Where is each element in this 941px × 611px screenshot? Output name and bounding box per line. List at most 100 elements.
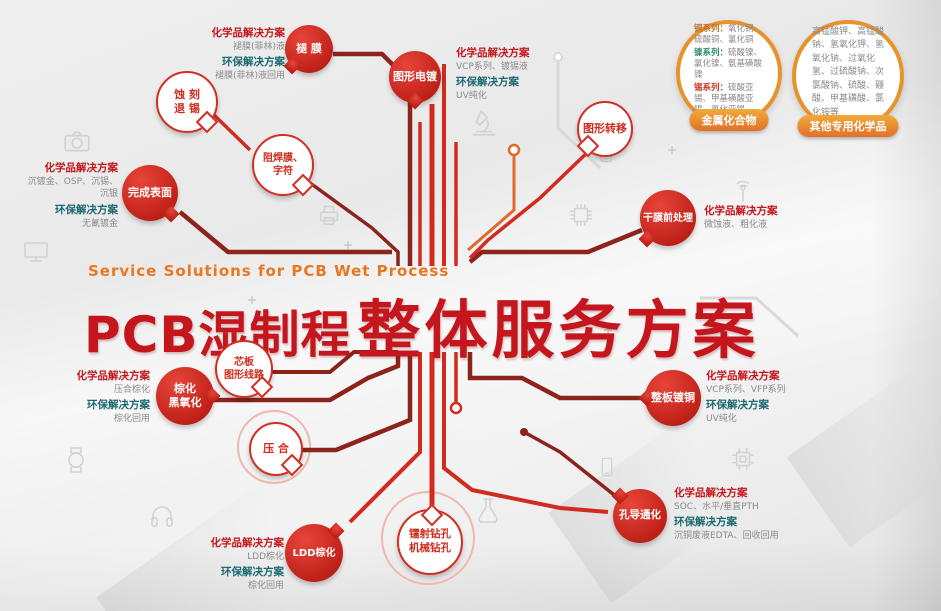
- env-solutions-detail: UV纯化: [706, 413, 737, 424]
- chem-solutions-detail: SOC、水平/垂直PTH: [674, 501, 759, 512]
- node-label: 孔导通化: [619, 509, 661, 522]
- metal-compounds-badge: 铜系列：氧化铜、硫酸铜、氯化铜 镍系列：硫酸镍、氯化镍、氨基磺酸镍 锡系列： 硫酸…: [676, 20, 782, 131]
- copper-series-tag: 铜系列：: [694, 23, 729, 34]
- node-core-pattern-circuit: 芯板 图形线路: [215, 340, 273, 398]
- node-brown-black-oxide: 棕化 黑氧化: [156, 367, 214, 425]
- node-label: 完成表面: [128, 185, 172, 199]
- title-main: PCB湿制程 整体服务方案: [84, 280, 759, 371]
- env-solutions-detail: 褪膜(菲林)液回用: [214, 70, 285, 81]
- wireless-antenna-icon: [730, 178, 756, 204]
- chem-solutions-detail: 微蚀液、粗化液: [704, 219, 768, 230]
- node-label: 字符: [273, 166, 293, 177]
- title-subtitle: Service Solutions for PCB Wet Process: [88, 262, 450, 280]
- smartphone-small-icon: [596, 456, 618, 478]
- chem-solutions-detail: LDD棕化: [247, 551, 284, 562]
- nickel-series-items: 硫酸镍、氯化镍、氨基磺酸镍: [694, 47, 763, 80]
- env-solutions-detail: 棕化回用: [113, 413, 150, 424]
- chem-solutions-title: 化学品解决方案: [210, 537, 285, 549]
- chem-solutions-title: 化学品解决方案: [674, 487, 748, 499]
- nickel-series-row: 镍系列：硫酸镍、氯化镍、氨基磺酸镍: [694, 48, 766, 81]
- node-solder-mask-legend: 阻焊膜、 字符: [252, 134, 314, 196]
- solutions-ldd-brown-oxide: 化学品解决方案 LDD棕化 环保解决方案 棕化回用: [198, 536, 285, 593]
- node-label: 蚀 刻: [174, 87, 200, 101]
- chem-solutions-detail: 褪膜(菲林)液: [232, 41, 285, 52]
- node-label: 机械钻孔: [409, 542, 451, 554]
- node-pattern-plating: 图形电镀: [389, 51, 441, 103]
- node-label: 整板镀铜: [651, 390, 695, 404]
- nickel-series-tag: 镍系列：: [694, 47, 729, 58]
- node-ldd-brown-oxide: LDD棕化: [285, 524, 343, 582]
- chem-solutions-title: 化学品解决方案: [76, 370, 151, 382]
- other-chemicals-badge: 高锰酸钾、高锰酸钠、氢氧化钾、氢氧化钠、过氧化氢、过硫酸钠、次氯酸钠、硫酸、硼酸…: [792, 20, 904, 137]
- node-label: 图形电镀: [393, 69, 437, 83]
- chem-solutions-title: 化学品解决方案: [706, 370, 780, 382]
- solutions-brown-black-oxide: 化学品解决方案 压合棕化 环保解决方案 棕化回用: [55, 369, 151, 426]
- solutions-panel-plating: 化学品解决方案 VCP系列、VFP系列 环保解决方案 UV纯化: [706, 369, 816, 426]
- node-lamination: 压 合: [249, 422, 303, 476]
- node-etching-tin-stripping: 蚀 刻 退 锡: [156, 71, 218, 133]
- chem-solutions-detail: 压合棕化: [113, 384, 150, 395]
- node-label: 棕化: [174, 381, 196, 395]
- other-chemicals-items: 高锰酸钾、高锰酸钠、氢氧化钾、氢氧化钠、过氧化氢、过硫酸钠、次氯酸钠、硫酸、硼酸…: [812, 26, 885, 118]
- chem-solutions-title: 化学品解决方案: [704, 205, 778, 217]
- title-pcb-wet-process: PCB湿制程: [84, 306, 352, 364]
- node-dry-film-pretreatment: 干膜前处理: [640, 190, 696, 246]
- env-solutions-detail: UV纯化: [456, 90, 487, 101]
- chem-solutions-title: 化学品解决方案: [456, 47, 530, 59]
- env-solutions-title: 环保解决方案: [221, 566, 284, 579]
- printer-icon: [316, 202, 342, 228]
- env-solutions-title: 环保解决方案: [222, 56, 285, 69]
- node-label: 退 锡: [174, 102, 200, 115]
- solutions-hole-metallization: 化学品解决方案 SOC、水平/垂直PTH 环保解决方案 沉铜废液EDTA、回收回…: [674, 486, 792, 543]
- chem-solutions-detail: 沉镀金、OSP、沉锡、沉银: [27, 176, 118, 200]
- node-label: 压 合: [263, 441, 289, 455]
- node-label: 阻焊膜、: [263, 153, 303, 164]
- env-solutions-title: 环保解决方案: [456, 76, 519, 89]
- solutions-film-stripping: 化学品解决方案 褪膜(菲林)液 环保解决方案 褪膜(菲林)液回用: [190, 26, 286, 83]
- node-film-stripping: 褪 膜: [285, 25, 333, 73]
- node-label: 镭射钻孔: [409, 528, 451, 541]
- chem-solutions-detail: VCP系列、VFP系列: [706, 384, 786, 395]
- node-label: 黑氧化: [168, 396, 202, 409]
- solutions-final-finish: 化学品解决方案 沉镀金、OSP、沉锡、沉银 环保解决方案 无氰镀金: [22, 161, 118, 230]
- tin-series-tag: 锡系列：: [694, 83, 729, 94]
- node-final-finish: 完成表面: [122, 165, 178, 221]
- camera-icon: [62, 126, 92, 156]
- env-solutions-title: 环保解决方案: [674, 516, 737, 529]
- flask-icon: [474, 496, 502, 524]
- title-overall-service: 整体服务方案: [357, 294, 760, 367]
- env-solutions-detail: 无氰镀金: [81, 218, 118, 229]
- background-shade-bottom: [0, 541, 941, 611]
- chem-solutions-title: 化学品解决方案: [44, 162, 119, 174]
- solutions-pattern-plating: 化学品解决方案 VCP系列、镀锡液 环保解决方案 UV纯化: [456, 46, 566, 103]
- env-solutions-title: 环保解决方案: [706, 399, 769, 412]
- other-chemicals-label: 其他专用化学品: [797, 115, 899, 137]
- smartwatch-icon: [62, 446, 90, 474]
- env-solutions-title: 环保解决方案: [55, 203, 118, 216]
- copper-series-row: 铜系列：氧化铜、硫酸铜、氯化铜: [694, 24, 766, 46]
- microscope-icon: [468, 108, 498, 138]
- chem-solutions-title: 化学品解决方案: [211, 27, 286, 39]
- env-solutions-detail: 沉铜废液EDTA、回收回用: [674, 530, 779, 541]
- chip-icon: [568, 202, 594, 228]
- node-label: 图形转移: [583, 121, 627, 135]
- node-label: LDD棕化: [292, 547, 336, 559]
- node-laser-mechanical-drilling: 镭射钻孔 机械钻孔: [397, 509, 463, 575]
- node-label: 褪 膜: [296, 41, 322, 55]
- node-label: 图形线路: [224, 370, 264, 381]
- chem-solutions-detail: VCP系列、镀锡液: [456, 61, 528, 72]
- env-solutions-detail: 棕化回用: [247, 580, 284, 591]
- node-panel-plating: 整板镀铜: [645, 370, 701, 426]
- main-title-block: Service Solutions for PCB Wet Process PC…: [84, 262, 759, 371]
- copper-series-items: 氧化铜、硫酸铜、氯化铜: [694, 23, 763, 45]
- node-hole-metallization: 孔导通化: [613, 489, 667, 543]
- node-pattern-transfer: 图形转移: [577, 101, 633, 157]
- node-label: 芯板: [234, 357, 254, 368]
- solutions-dry-film-pretreatment: 化学品解决方案 微蚀液、粗化液: [704, 204, 814, 231]
- node-label: 干膜前处理: [643, 212, 693, 224]
- env-solutions-title: 环保解决方案: [87, 399, 150, 412]
- monitor-icon: [22, 238, 50, 266]
- metal-compounds-label: 金属化合物: [689, 109, 769, 131]
- cpu-icon: [730, 446, 756, 472]
